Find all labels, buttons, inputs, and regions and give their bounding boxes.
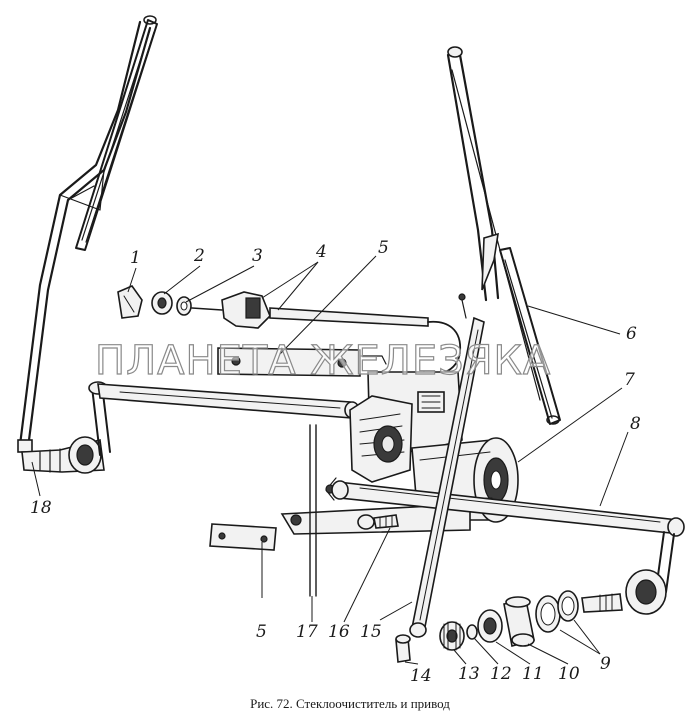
callout-7: 7: [624, 370, 635, 390]
callout-16: 16: [328, 622, 350, 642]
left-crank-joint: [21, 436, 105, 474]
callout-10: 10: [558, 664, 580, 684]
callout-12: 12: [490, 664, 512, 684]
callout-14: 14: [410, 666, 432, 686]
callout-11: 11: [522, 664, 544, 684]
callout-4: 4: [316, 242, 327, 262]
bolt-part-14: [395, 634, 411, 663]
lever-part-13: [439, 621, 465, 651]
bracket-plate-bottom: [209, 523, 277, 551]
left-wiper-blade: [75, 15, 158, 251]
washer-part-3: [176, 296, 192, 316]
cable-housing-part-4: [191, 291, 467, 376]
right-wiper-blade: [499, 247, 561, 425]
callout-18: 18: [30, 498, 52, 518]
bolt-part-16: [357, 514, 399, 530]
bracket-plate-top: [217, 347, 387, 377]
figure-caption: Рис. 72. Стеклоочиститель и привод: [250, 696, 450, 711]
callout-13: 13: [458, 664, 480, 684]
callout-1: 1: [130, 248, 141, 268]
right-link-rod: [331, 480, 685, 593]
callout-2: 2: [194, 246, 205, 266]
leader-lines: [31, 255, 629, 665]
watermark-text: ПЛАНЕТА ЖЕЛЕЗЯКА: [94, 337, 552, 384]
callout-8: 8: [630, 414, 641, 434]
callout-3: 3: [252, 246, 263, 266]
knob-part-1: [117, 285, 143, 319]
callout-5-top: 5: [378, 238, 389, 258]
callout-6: 6: [626, 324, 637, 344]
callout-15: 15: [360, 622, 382, 642]
callout-17: 17: [296, 622, 318, 642]
washer-part-12: [466, 624, 478, 640]
gaskets-part-9: [535, 590, 579, 633]
callout-5-bottom: 5: [256, 622, 267, 642]
left-link-rod: [88, 381, 360, 456]
pushrod-part-15: [409, 316, 485, 638]
nut-part-2: [151, 291, 173, 315]
seal-part-11: [477, 609, 503, 643]
callout-9: 9: [600, 654, 611, 674]
right-pivot-shaft: [581, 569, 667, 615]
right-wiper-arm: [446, 46, 541, 401]
bushing-part-10: [503, 596, 535, 647]
